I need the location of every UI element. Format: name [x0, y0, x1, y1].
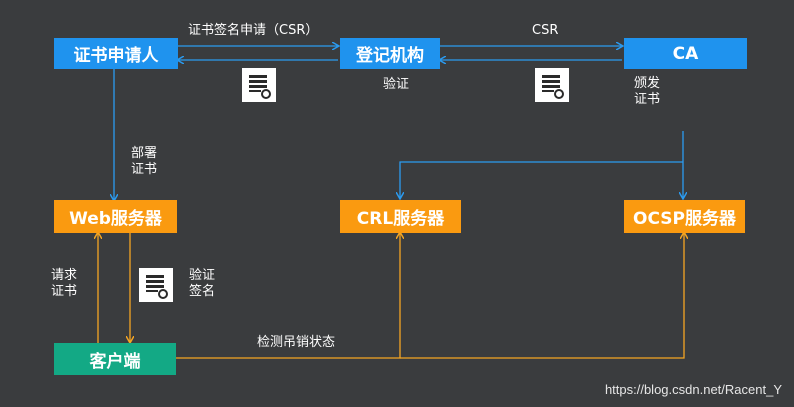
verify-signature-label: 验证 签名	[189, 268, 216, 299]
issue-cert-label: 颁发 证书	[634, 76, 661, 107]
crl-server-node: CRL服务器	[340, 200, 461, 233]
ca-node: CA	[624, 38, 747, 69]
deploy-cert-label: 部署 证书	[131, 146, 158, 177]
arrow-ca-to-crl	[400, 161, 683, 198]
arrow-client-to-ocsp	[400, 233, 684, 359]
client-node: 客户端	[54, 343, 176, 375]
certificate-icon	[242, 68, 276, 102]
certificate-icon	[535, 68, 569, 102]
ocsp-server-node: OCSP服务器	[624, 200, 745, 233]
request-cert-label: 请求 证书	[51, 268, 78, 299]
watermark-url: https://blog.csdn.net/Racent_Y	[604, 382, 782, 397]
csr-request-label: 证书签名申请（CSR）	[188, 23, 319, 38]
verify-label: 验证	[383, 77, 410, 92]
web-server-node: Web服务器	[54, 200, 177, 233]
registration-authority-node: 登记机构	[340, 38, 440, 69]
applicant-node: 证书申请人	[54, 38, 178, 69]
certificate-icon	[139, 268, 173, 302]
csr-label: CSR	[532, 23, 559, 38]
check-revocation-label: 检测吊销状态	[257, 335, 336, 350]
